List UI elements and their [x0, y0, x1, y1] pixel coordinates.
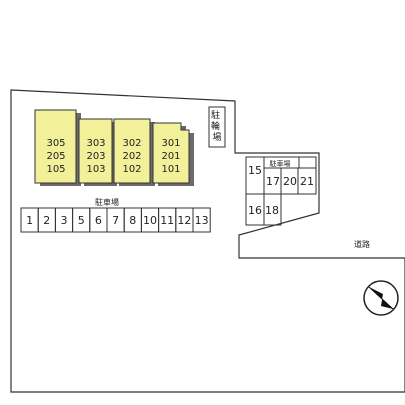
parking-slot-label: 16 [248, 204, 262, 217]
parking-slot-label: 7 [112, 214, 119, 227]
parking-slot-label: 21 [300, 175, 314, 188]
room-label: 105 [46, 164, 65, 175]
parking-slot-label: 8 [129, 214, 136, 227]
parking-slot-label: 1 [26, 214, 33, 227]
parking-slot-label: 3 [61, 214, 68, 227]
parking-slot-label: 15 [248, 164, 262, 177]
north-arrow-icon [363, 280, 399, 316]
parking-slot-label: 17 [266, 175, 280, 188]
room-label: 102 [122, 164, 141, 175]
building-b [78, 118, 113, 184]
bicycle-parking-label: 駐 輪 場 [211, 109, 223, 143]
site-boundary [10, 89, 405, 393]
side-parking-label: 駐車場 [270, 159, 291, 168]
room-label: 101 [161, 164, 180, 175]
building-a [34, 109, 77, 184]
parking-slot-label: 20 [283, 175, 297, 188]
building-c [113, 118, 151, 184]
parking-slot-label: 5 [78, 214, 85, 227]
room-label: 202 [122, 151, 141, 162]
parking-slot-label: 13 [195, 214, 209, 227]
parking-slot-label: 2 [43, 214, 50, 227]
room-label: 103 [86, 164, 105, 175]
room-label: 205 [46, 151, 65, 162]
room-label: 201 [161, 151, 180, 162]
parking-slot-label: 18 [265, 204, 279, 217]
room-label: 203 [86, 151, 105, 162]
room-label: 302 [122, 138, 141, 149]
parking-slot-label: 11 [160, 214, 174, 227]
main-parking-label: 駐車場 [95, 197, 119, 207]
building-d [152, 122, 190, 184]
room-label: 305 [46, 138, 65, 149]
parking-slot-label: 10 [143, 214, 157, 227]
parking-slot [192, 207, 211, 233]
room-label: 301 [161, 138, 180, 149]
building-group: 305 205 105 303 203 103 302 202 102 301 … [34, 109, 194, 186]
road-label: 道路 [354, 239, 370, 249]
side-parking: 15 駐車場 17 20 21 16 18 [245, 156, 317, 226]
bicycle-parking: 駐 輪 場 [208, 106, 226, 148]
room-label: 303 [86, 138, 105, 149]
parking-slot-label: 6 [95, 214, 102, 227]
parking-slot-label: 12 [177, 214, 191, 227]
